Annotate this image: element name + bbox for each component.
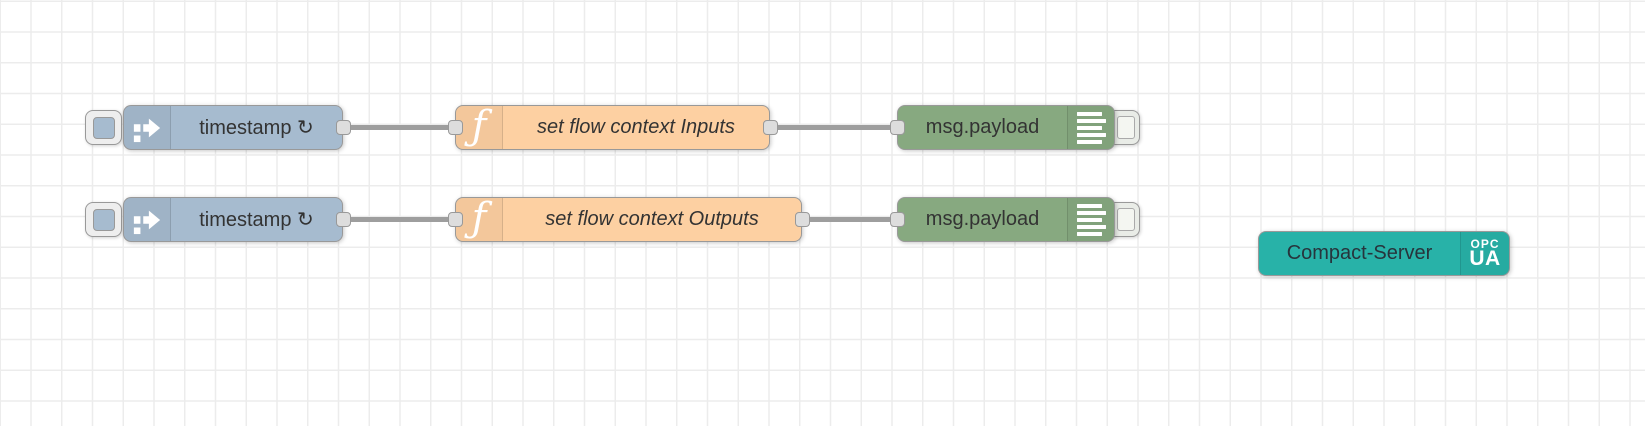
node-label: set flow context Inputs bbox=[537, 116, 735, 138]
node-label: timestamp ↻ bbox=[199, 117, 314, 139]
inject-trigger-button-1[interactable] bbox=[85, 110, 122, 145]
debug-toggle-button-2[interactable] bbox=[1106, 202, 1140, 237]
wire-inject1-function1[interactable] bbox=[343, 125, 455, 130]
debug-list-icon bbox=[1067, 198, 1114, 241]
inject-trigger-button-2[interactable] bbox=[85, 202, 122, 237]
port-output-inject-2[interactable] bbox=[335, 212, 351, 227]
inject-arrow-icon bbox=[124, 106, 171, 149]
wire-function2-debug2[interactable] bbox=[802, 217, 897, 222]
debug-toggle-button-inner bbox=[1117, 208, 1135, 231]
port-output-function-1[interactable] bbox=[762, 120, 778, 135]
node-label: Compact-Server bbox=[1286, 242, 1433, 264]
inject-arrow-icon bbox=[124, 198, 171, 241]
function-f-icon: ƒ bbox=[456, 198, 503, 241]
node-function-2[interactable]: ƒ set flow context Outputs bbox=[455, 197, 802, 242]
node-opcua-compact-server[interactable]: Compact-Server OPC UA bbox=[1258, 231, 1510, 276]
inject-trigger-button-inner bbox=[92, 208, 115, 231]
node-debug-2[interactable]: msg.payload bbox=[897, 197, 1115, 242]
node-label: timestamp ↻ bbox=[199, 209, 314, 231]
node-inject-2[interactable]: timestamp ↻ bbox=[123, 197, 343, 242]
port-output-function-2[interactable] bbox=[794, 212, 810, 227]
function-f-icon: ƒ bbox=[456, 106, 503, 149]
port-input-debug-2[interactable] bbox=[889, 212, 905, 227]
wire-function1-debug1[interactable] bbox=[770, 125, 897, 130]
port-input-function-1[interactable] bbox=[447, 120, 463, 135]
node-label: set flow context Outputs bbox=[545, 208, 759, 230]
node-label: msg.payload bbox=[925, 116, 1040, 138]
node-debug-1[interactable]: msg.payload bbox=[897, 105, 1115, 150]
port-input-function-2[interactable] bbox=[447, 212, 463, 227]
port-output-inject-1[interactable] bbox=[335, 120, 351, 135]
inject-trigger-button-inner bbox=[92, 116, 115, 139]
port-input-debug-1[interactable] bbox=[889, 120, 905, 135]
wire-inject2-function2[interactable] bbox=[343, 217, 455, 222]
node-label: msg.payload bbox=[925, 208, 1040, 230]
node-inject-1[interactable]: timestamp ↻ bbox=[123, 105, 343, 150]
opc-ua-badge-icon: OPC UA bbox=[1460, 232, 1509, 275]
debug-toggle-button-inner bbox=[1117, 116, 1135, 139]
node-function-1[interactable]: ƒ set flow context Inputs bbox=[455, 105, 770, 150]
debug-list-icon bbox=[1067, 106, 1114, 149]
